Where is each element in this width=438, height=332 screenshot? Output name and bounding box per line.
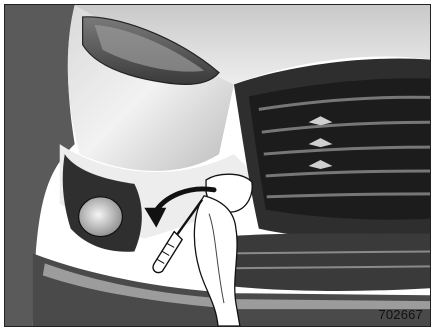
car-front-bumper-illustration: [5, 5, 430, 326]
figure-frame: 702667: [4, 4, 431, 327]
figure-id-label: 702667: [378, 307, 423, 322]
